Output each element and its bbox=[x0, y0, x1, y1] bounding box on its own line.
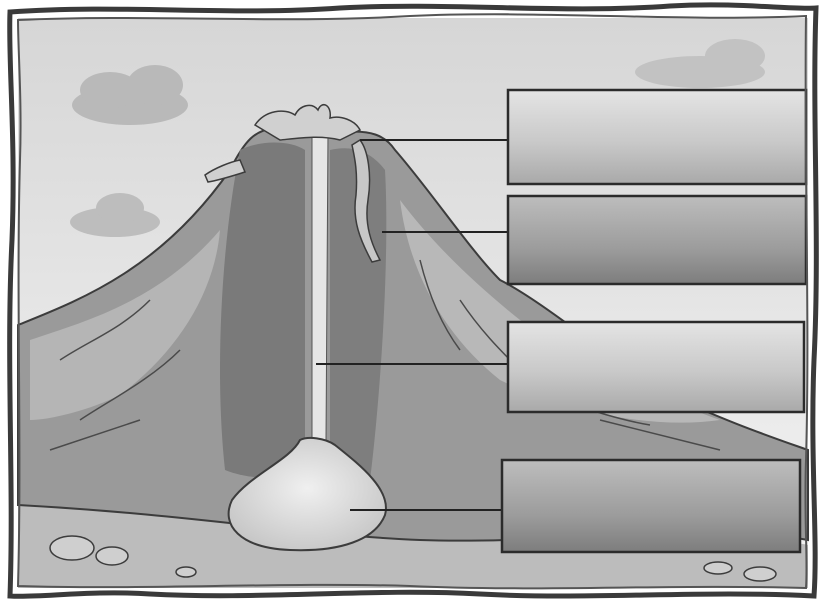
label-box-2[interactable] bbox=[508, 196, 806, 284]
volcano-vent bbox=[312, 129, 328, 443]
volcano-inner bbox=[220, 143, 305, 478]
label-box-4[interactable] bbox=[502, 460, 800, 552]
label-box-3[interactable] bbox=[508, 322, 804, 412]
label-box-1[interactable] bbox=[508, 90, 806, 184]
